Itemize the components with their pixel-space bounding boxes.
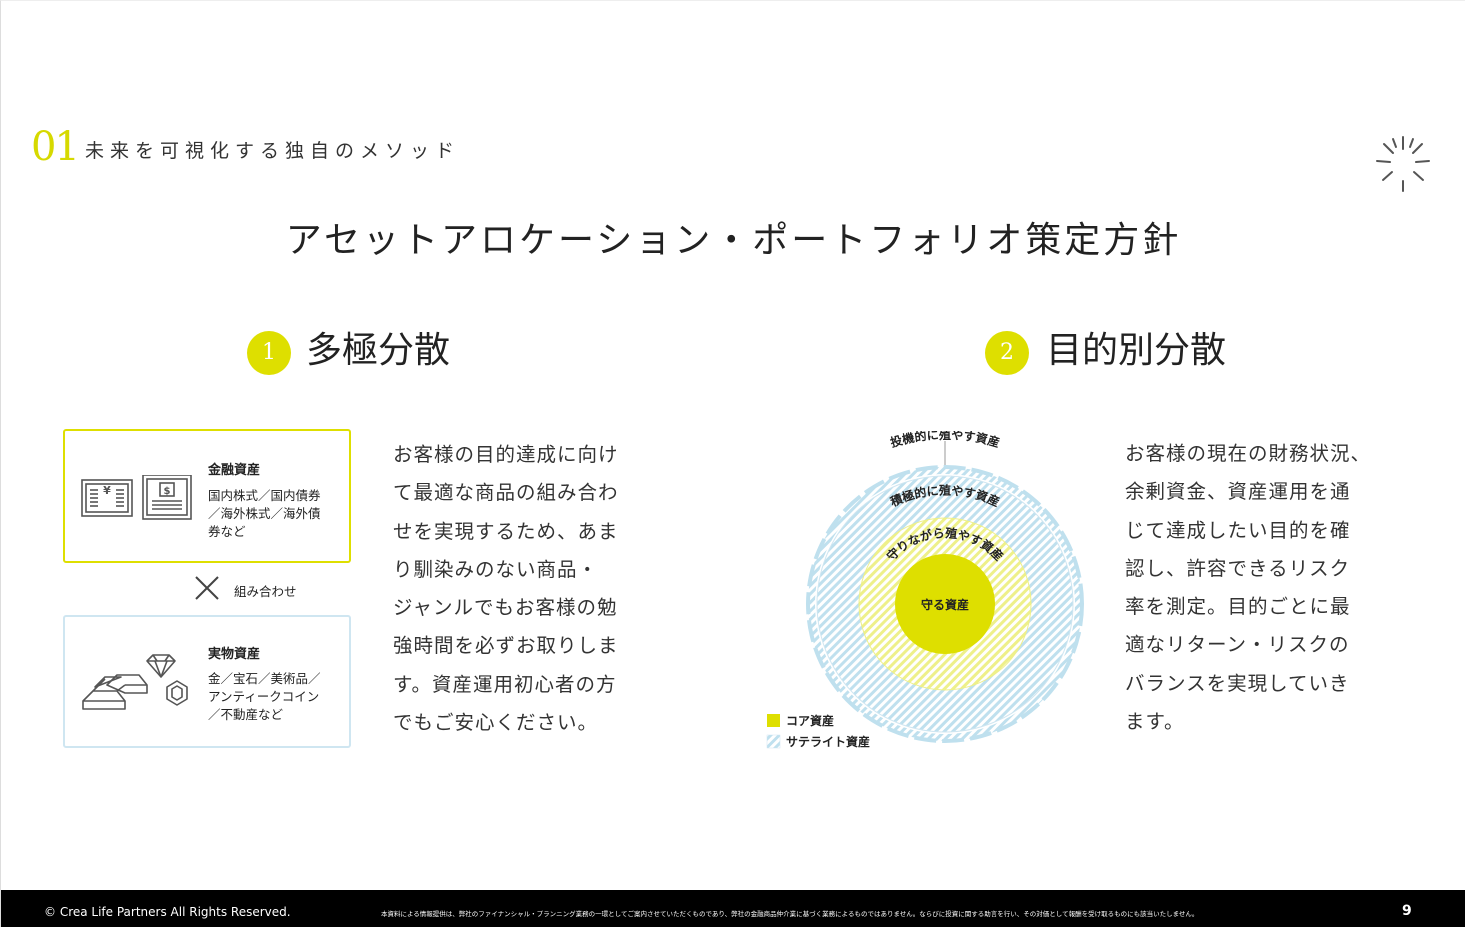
legend-core-swatch [767,714,780,727]
body-line: 余剰資金、資産運用を通 [1125,480,1351,504]
financial-assets-desc: 国内株式／国内債券 ／海外株式／海外債 券など [208,487,348,541]
body-line: 強時間を必ずお取りしま [393,634,619,658]
core-label: 守る資産 [921,597,969,612]
subtitle-purpose-diversification: 目的別分散 [1046,330,1227,371]
core-circle [895,554,995,654]
body-line: せを実現するため、あま [393,519,619,543]
subtitle-diversification: 多極分散 [306,330,451,371]
gold-bars-icon [82,674,148,710]
footer-copyright: © Crea Life Partners All Rights Reserved… [44,905,291,919]
section-title: 未来を可視化する独自のメソッド [85,140,461,162]
yen-bill-icon [81,479,133,517]
physical-line: 金／宝石／美術品／ [208,671,321,686]
financial-assets-card: ¥ $ 金融資産 国内株式／国内債券 ／海外株式／海外債 券など [63,429,351,563]
diamond-icon [146,654,176,678]
combine-label: 組み合わせ [234,584,297,599]
legend-satellite-label: サテライト資産 [786,734,870,749]
financial-line: ／海外株式／海外債 [208,506,321,521]
body-line: す。資産運用初心者の方 [393,672,617,696]
physical-line: ／不動産など [208,707,284,722]
body-line: ジャンルでもお客様の勉 [393,596,618,620]
cross-icon [195,576,219,600]
legend-core-label: コア資産 [786,713,834,728]
left-body-text: お客様の目的達成に向け て最適な商品の組み合わ せを実現するため、あま り馴染み… [393,436,619,742]
body-line: り馴染みのない商品・ [393,557,599,581]
financial-line: 券など [208,524,246,539]
dollar-bill-icon [142,475,192,520]
body-line: 適なリターン・リスクの [1125,633,1350,657]
svg-text:¥: ¥ [103,484,111,497]
section-badge-2: 2 [985,331,1029,375]
body-line: じて達成したい目的を確 [1125,518,1351,542]
right-body-text: お客様の現在の財務状況、 余剰資金、資産運用を通 じて達成したい目的を確 認し、… [1125,435,1371,741]
body-line: バランスを実現していき [1125,671,1350,695]
footer-bar [1,890,1465,927]
body-line: 率を測定。目的ごとに最 [1125,595,1351,619]
body-line: ます。 [1125,710,1185,734]
physical-asset-icons [82,654,188,710]
body-line: お客様の目的達成に向け [393,443,619,466]
physical-assets-card: 実物資産 金／宝石／美術品／ アンティークコイン ／不動産など [63,615,351,748]
financial-line: 国内株式／国内債券 [208,488,321,503]
physical-line: アンティークコイン [208,689,320,704]
svg-text:$: $ [164,486,171,497]
section-number: 01 [31,124,80,170]
body-line: お客様の現在の財務状況、 [1125,442,1372,465]
body-line: 認し、許容できるリスク [1125,556,1351,580]
gemstone-icon [166,680,188,706]
section-badge-1: 1 [247,331,291,375]
body-line: でもご安心ください。 [393,711,599,735]
main-title: アセットアロケーション・ポートフォリオ策定方針 [285,220,1182,261]
physical-assets-desc: 金／宝石／美術品／ アンティークコイン ／不動産など [208,670,348,724]
page-number: 9 [1402,903,1412,919]
physical-assets-title: 実物資産 [208,647,261,662]
sparkle-icon [1376,136,1430,192]
body-line: て最適な商品の組み合わ [393,481,619,505]
asset-rings-diagram: 投機的に殖やす資産 積極的に殖やす資産 守りながら殖やす資産 守る資産 コア資産… [766,431,1084,749]
bill-icons: ¥ $ [81,475,192,520]
financial-assets-title: 金融資産 [208,463,261,478]
legend-satellite-swatch [766,734,781,749]
footer-disclaimer: 本資料による情報提供は、弊社のファイナンシャル・プランニング業務の一環としてご案… [381,910,1199,918]
